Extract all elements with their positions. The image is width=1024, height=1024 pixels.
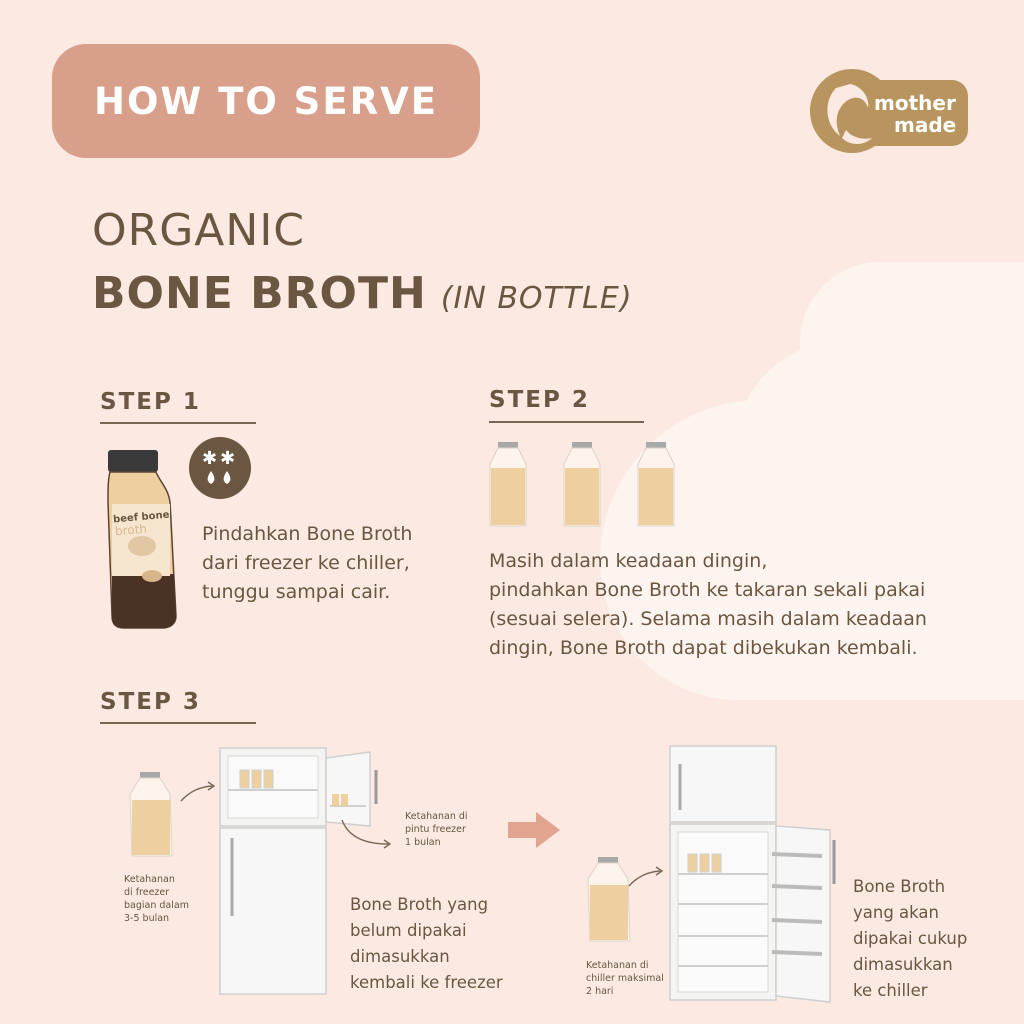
step2-text-line: (sesuai selera). Selama masih dalam kead…	[489, 608, 927, 630]
step2-text-line: dingin, Bone Broth dapat dibekukan kemba…	[489, 637, 918, 659]
freezer-text-line: dimasukkan	[350, 947, 450, 966]
title-subtitle: (IN BOTTLE)	[440, 281, 633, 316]
fridge-chiller-open-icon	[669, 745, 836, 1003]
curved-arrow-icon	[180, 781, 216, 802]
small-bottle-icon	[637, 442, 675, 527]
chiller-text-line: Bone Broth	[853, 877, 946, 896]
step3-label: STEP 3	[100, 689, 201, 715]
freezer-text-line: belum dipakai	[350, 921, 467, 940]
chiller-text-line: dipakai cukup	[853, 929, 968, 948]
note-line: Ketahanan di	[405, 811, 468, 822]
freezer-text-line: kembali ke freezer	[350, 973, 503, 992]
brand-name-line2: made	[894, 113, 957, 137]
title-main: BONE BROTH	[92, 268, 427, 319]
bottle-icon	[129, 772, 173, 857]
step1-text-line: dari freezer ke chiller,	[202, 552, 410, 574]
chiller-text-line: yang akan	[853, 903, 939, 922]
step2-text-line: pindahkan Bone Broth ke takaran sekali p…	[489, 579, 926, 601]
note-line: pintu freezer	[405, 824, 466, 835]
step1-text-line: tunggu sampai cair.	[202, 581, 391, 603]
step2-underline	[489, 421, 644, 423]
portion-bottles-icon	[489, 442, 675, 527]
how-to-serve-banner: HOW TO SERVE	[52, 44, 480, 158]
brand-logo: mother made	[806, 68, 972, 160]
mother-made-logo-icon	[810, 69, 968, 153]
next-arrow-icon	[508, 812, 560, 848]
chiller-text: Bone Broth yang akan dipakai cukup dimas…	[853, 874, 967, 1004]
svg-text:✱: ✱	[202, 448, 217, 469]
step2-text-line: Masih dalam keadaan dingin,	[489, 550, 768, 572]
thaw-drops-icon: ✱ ✱	[189, 437, 251, 499]
step1-text-line: Pindahkan Bone Broth	[202, 523, 413, 545]
brand-name-line1: mother	[874, 91, 956, 115]
freezer-text-line: Bone Broth yang	[350, 895, 489, 914]
curved-arrow-icon	[628, 866, 664, 887]
chiller-text-line: ke chiller	[853, 981, 928, 1000]
bottle-icon	[587, 857, 631, 942]
bottle-label-line2: broth	[114, 521, 148, 539]
curved-arrow-icon	[341, 819, 392, 849]
step1-underline	[100, 422, 256, 424]
note-line: Ketahanan di	[586, 960, 649, 971]
fridge-freezer-open-icon	[219, 747, 378, 995]
step1-text: Pindahkan Bone Broth dari freezer ke chi…	[202, 520, 412, 607]
freezer-text: Bone Broth yang belum dipakai dimasukkan…	[350, 892, 503, 996]
banner-label: HOW TO SERVE	[93, 79, 438, 123]
note-line: bagian dalam	[124, 900, 189, 911]
background-blob	[740, 330, 1024, 530]
bone-broth-bottle-icon	[107, 450, 177, 629]
step1-label: STEP 1	[100, 389, 201, 415]
chiller-note: Ketahanan di chiller maksimal 2 hari	[586, 959, 664, 998]
small-bottle-icon	[489, 442, 527, 527]
freezer-inner-note: Ketahanan di freezer bagian dalam 3-5 bu…	[124, 873, 189, 925]
svg-text:✱: ✱	[220, 448, 235, 469]
note-line: di freezer	[124, 887, 170, 898]
title-organic: ORGANIC	[92, 205, 306, 256]
freezer-door-note: Ketahanan di pintu freezer 1 bulan	[405, 810, 468, 849]
step2-label: STEP 2	[489, 387, 590, 413]
small-bottle-icon	[563, 442, 601, 527]
note-line: chiller maksimal	[586, 973, 664, 984]
note-line: 2 hari	[586, 986, 614, 997]
step2-text: Masih dalam keadaan dingin, pindahkan Bo…	[489, 547, 927, 663]
note-line: Ketahanan	[124, 874, 175, 885]
note-line: 1 bulan	[405, 837, 441, 848]
note-line: 3-5 bulan	[124, 913, 170, 924]
chiller-text-line: dimasukkan	[853, 955, 953, 974]
title-bone-broth: BONE BROTH (IN BOTTLE)	[92, 268, 633, 319]
step3-underline	[100, 722, 256, 724]
